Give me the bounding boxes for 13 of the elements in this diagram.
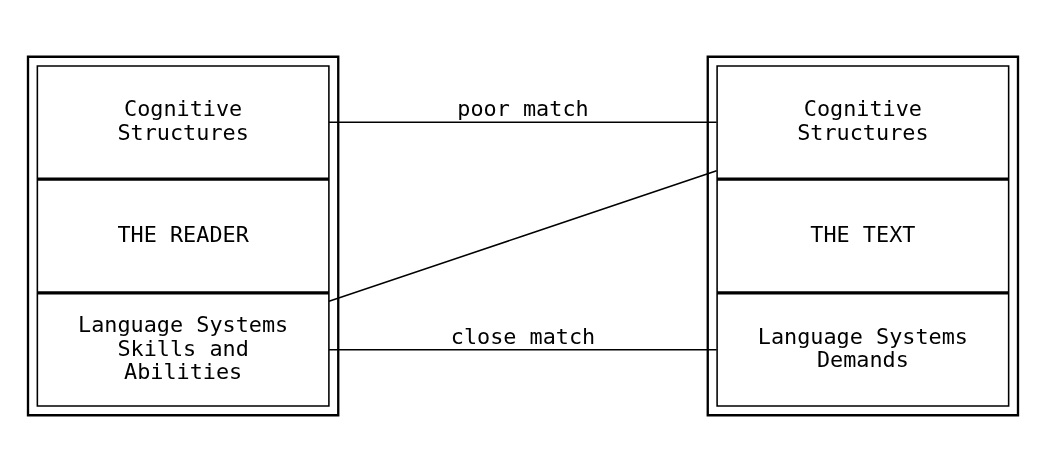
node-box: Cognitive Structures: [716, 64, 1010, 179]
cluster: [26, 55, 340, 416]
edge-label: poor match: [457, 95, 589, 121]
cluster: [706, 55, 1020, 416]
node-box: Language Systems Demands: [716, 292, 1010, 407]
connector: [328, 169, 718, 302]
node-box: Language Systems Skills and Abilities: [36, 292, 330, 407]
connector: [328, 120, 718, 123]
edge-label: close match: [450, 323, 596, 349]
node-box: THE TEXT: [716, 178, 1010, 293]
connector: [328, 348, 718, 351]
node-box: THE READER: [36, 178, 330, 293]
node-box: Cognitive Structures: [36, 64, 330, 179]
